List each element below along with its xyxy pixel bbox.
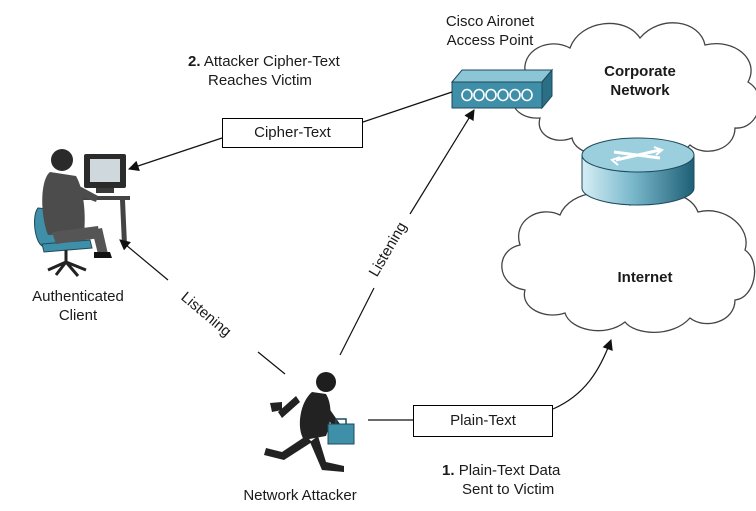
step-2-line2: Reaches Victim — [208, 72, 312, 89]
access-point-label-line1: Cisco Aironet — [445, 13, 535, 30]
internet-label: Internet — [617, 269, 673, 286]
attacker-figure-icon — [264, 372, 355, 472]
corporate-network-label-line1: Corporate — [604, 63, 676, 80]
client-label-line1: Authenticated — [32, 288, 124, 305]
client-workstation-icon — [34, 149, 130, 277]
step-1-label: 1. Plain-Text Data Sent to Victim — [442, 461, 560, 499]
router-icon — [581, 137, 695, 206]
step-1-line1: Plain-Text Data — [458, 462, 561, 479]
client-label: Authenticated Client — [8, 287, 148, 325]
step-2-line1: Attacker Cipher-Text — [203, 53, 340, 70]
cipher-text-box: Cipher-Text — [222, 118, 363, 148]
internet-cloud — [501, 191, 756, 333]
access-point-label: Cisco Aironet Access Point — [415, 12, 565, 50]
step-2-number: 2. — [188, 53, 201, 70]
access-point-label-line2: Access Point — [446, 32, 534, 49]
corporate-network-label-line2: Network — [610, 82, 670, 99]
step-1-number: 1. — [442, 462, 455, 479]
plain-text-box: Plain-Text — [413, 405, 553, 437]
attacker-label: Network Attacker — [243, 487, 357, 504]
corporate-network-label: Corporate Network — [580, 62, 700, 100]
step-1-line2: Sent to Victim — [462, 481, 555, 498]
access-point-icon — [450, 68, 554, 110]
step-2-label: 2. Attacker Cipher-Text Reaches Victim — [188, 52, 340, 90]
client-label-line2: Client — [58, 307, 98, 324]
